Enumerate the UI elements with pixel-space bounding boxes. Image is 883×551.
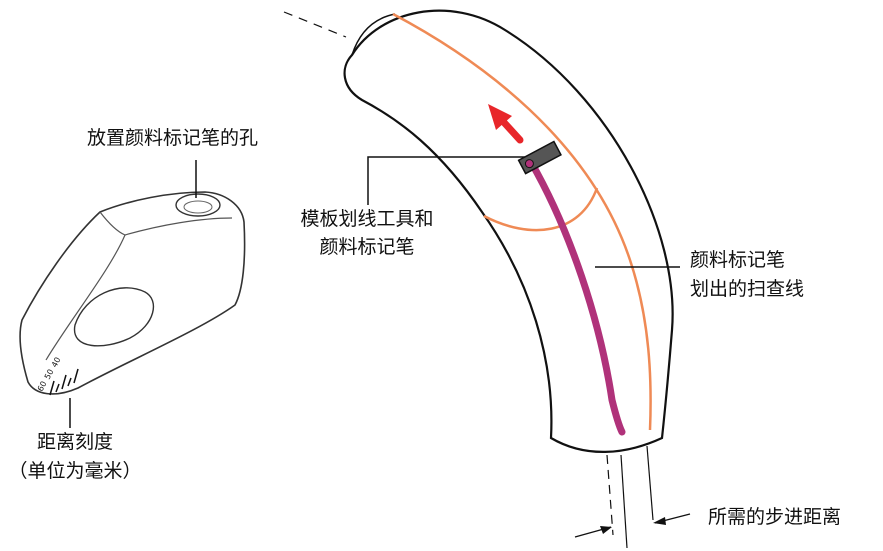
template-tool: 40 50 60 [19,160,246,428]
direction-arrow-icon [488,104,524,144]
pipe-elbow [283,9,691,549]
step-distance-label: 所需的步进距离 [708,506,842,528]
scale-number-50: 50 [43,368,56,381]
template-side-edge [45,234,126,361]
magenta-scan-line [527,158,626,436]
marker-tip-icon [524,159,534,169]
template-top-face [99,211,233,236]
hole-label: 放置颜料标记笔的孔 [87,127,259,149]
scan-label-line1: 颜料标记笔 [690,249,786,271]
bottom-solid-guide-1 [620,454,628,549]
tool-label-line2: 颜料标记笔 [319,236,415,258]
scale-label-line1: 距离刻度 [36,431,113,453]
orange-reference-line [392,12,652,431]
tool-leader-line [367,156,525,205]
pipe-outline [343,9,674,453]
scan-label-line2: 划出的扫查线 [690,278,805,300]
pipe-centerline-dash [283,11,347,38]
distance-scale [49,368,79,396]
scale-number-60: 60 [36,380,49,393]
scale-number-40: 40 [50,356,63,369]
bottom-solid-guide-2 [646,445,654,521]
orange-circumferential-arc [483,187,599,232]
step-distance-arrows [574,513,691,538]
pipe-top-edge [351,13,396,56]
tool-label-line1: 模板划线工具和 [300,208,434,230]
scale-label-line2: （单位为毫米） [8,460,142,482]
bottom-dashed-guide [606,454,614,536]
front-opening [73,287,155,347]
scribe-tool [517,140,562,175]
